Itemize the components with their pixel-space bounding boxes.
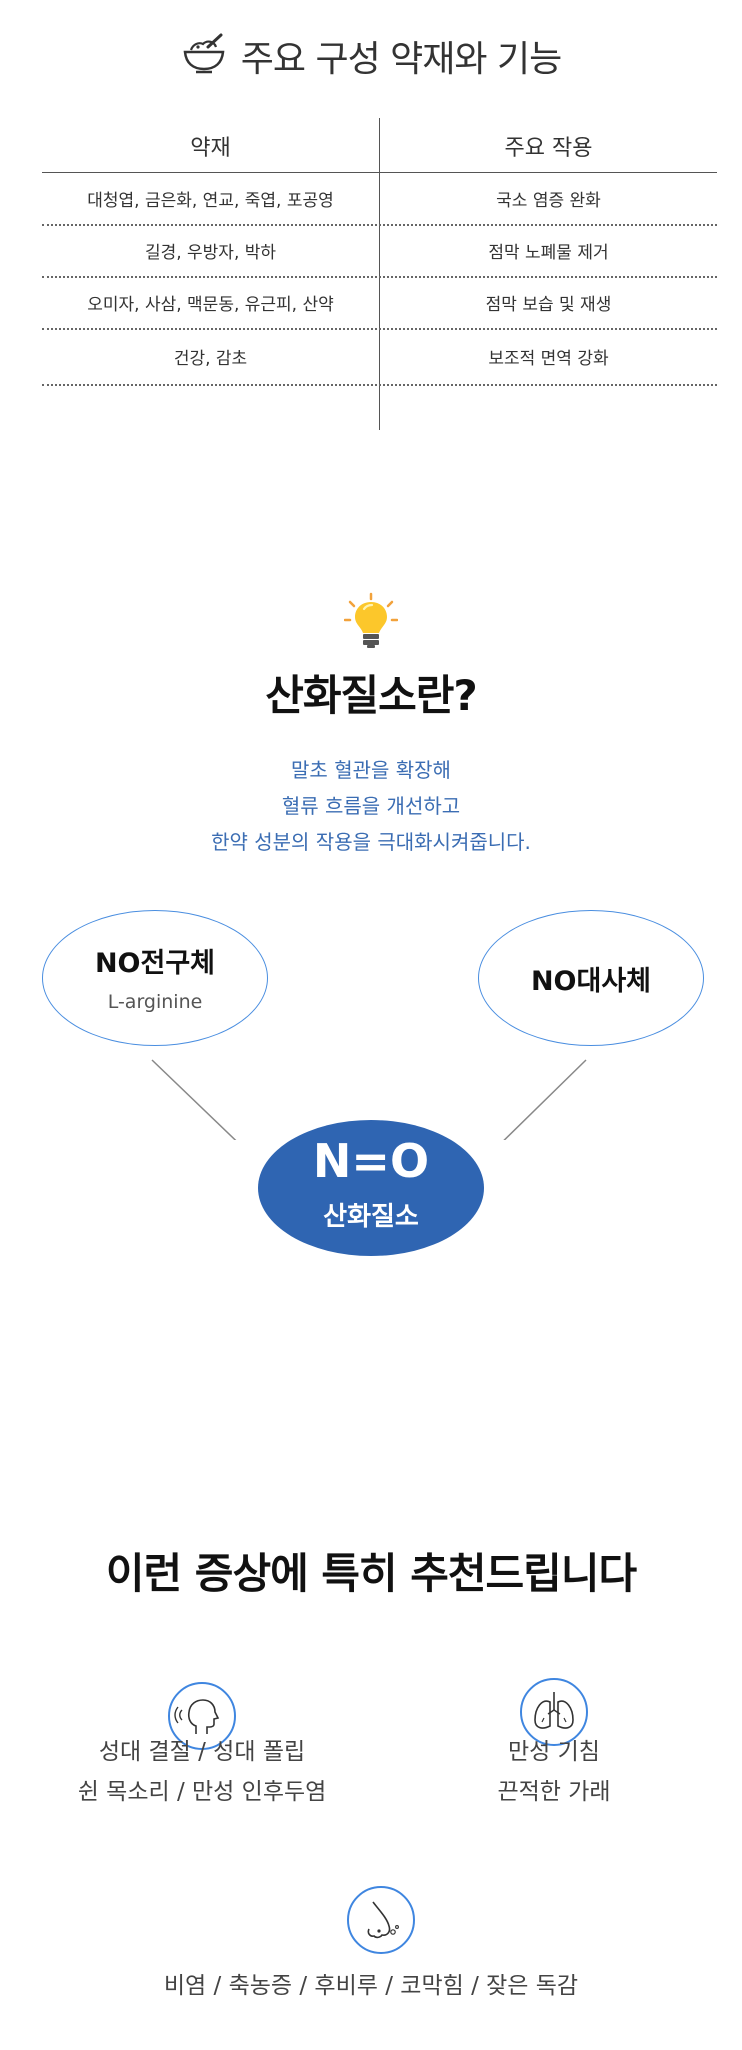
no-description: 말초 혈관을 확장해 혈류 흐름을 개선하고 한약 성분의 작용을 극대화시켜줍… [0, 752, 742, 860]
table-row: 길경, 우방자, 박하 점막 노폐물 제거 [42, 224, 717, 278]
symptom-line: 만성 기침 [508, 1739, 600, 1765]
herb-cell: 길경, 우방자, 박하 [144, 243, 277, 263]
no-formula: N=O [312, 1134, 430, 1188]
lungs-icon [520, 1678, 588, 1746]
symptom-line: 끈적한 가래 [497, 1779, 611, 1805]
table-header: 약재 주요 작용 [42, 118, 717, 173]
desc-line: 말초 혈관을 확장해 [291, 758, 451, 782]
function-cell: 보조적 면역 강화 [488, 349, 609, 369]
symptom-nose: 비염 / 축농증 / 후비루 / 코막힘 / 잦은 독감 [71, 1966, 671, 2006]
table-row: 대청엽, 금은화, 연교, 죽엽, 포공영 국소 염증 완화 [42, 172, 717, 226]
mortar-bowl-icon [181, 32, 227, 83]
function-cell: 점막 보습 및 재생 [485, 295, 612, 315]
symptom-line: 비염 / 축농증 / 후비루 / 코막힘 / 잦은 독감 [163, 1973, 579, 1999]
table-row: 오미자, 사삼, 맥문동, 유근피, 산약 점막 보습 및 재생 [42, 276, 717, 330]
symptoms-title: 이런 증상에 특히 추천드립니다 [105, 1549, 637, 1598]
nose-icon [347, 1886, 415, 1954]
herb-cell: 건강, 감초 [173, 349, 248, 369]
symptom-voice: 성대 결절 / 성대 폴립 쉰 목소리 / 만성 인후두염 [40, 1732, 364, 1812]
nitric-oxide-oval: N=O 산화질소 [258, 1120, 484, 1256]
table-row: 건강, 감초 보조적 면역 강화 [42, 328, 717, 386]
symptom-line: 쉰 목소리 / 만성 인후두염 [77, 1779, 327, 1805]
herb-cell: 대청엽, 금은화, 연교, 죽엽, 포공영 [87, 191, 334, 211]
table-divider [379, 118, 380, 430]
function-cell: 점막 노폐물 제거 [488, 243, 609, 263]
header-herb: 약재 [190, 136, 231, 161]
header-function: 주요 작용 [504, 136, 593, 161]
precursor-subtitle: L-arginine [107, 991, 203, 1013]
no-metabolite-ellipse: NO대사체 [478, 910, 704, 1046]
lightbulb-icon [343, 592, 399, 654]
herb-cell: 오미자, 사삼, 맥문동, 유근피, 산약 [87, 295, 334, 315]
desc-line: 한약 성분의 작용을 극대화시켜줍니다. [211, 830, 531, 854]
desc-line: 혈류 흐름을 개선하고 [281, 794, 461, 818]
precursor-title: NO전구체 [94, 948, 216, 979]
throat-voice-icon [168, 1682, 236, 1750]
no-title: 산화질소란? [265, 671, 478, 720]
symptom-line: 성대 결절 / 성대 폴립 [98, 1739, 306, 1765]
function-cell: 국소 염증 완화 [496, 191, 601, 211]
no-precursor-ellipse: NO전구체 L-arginine [42, 910, 268, 1046]
flow-arrows [151, 1059, 587, 1140]
metabolite-title: NO대사체 [530, 966, 652, 997]
symptom-cough: 만성 기침 끈적한 가래 [392, 1732, 716, 1812]
no-label: 산화질소 [323, 1202, 419, 1232]
herbs-title: 주요 구성 약재와 기능 [0, 30, 742, 83]
herbs-title-text: 주요 구성 약재와 기능 [240, 39, 562, 80]
